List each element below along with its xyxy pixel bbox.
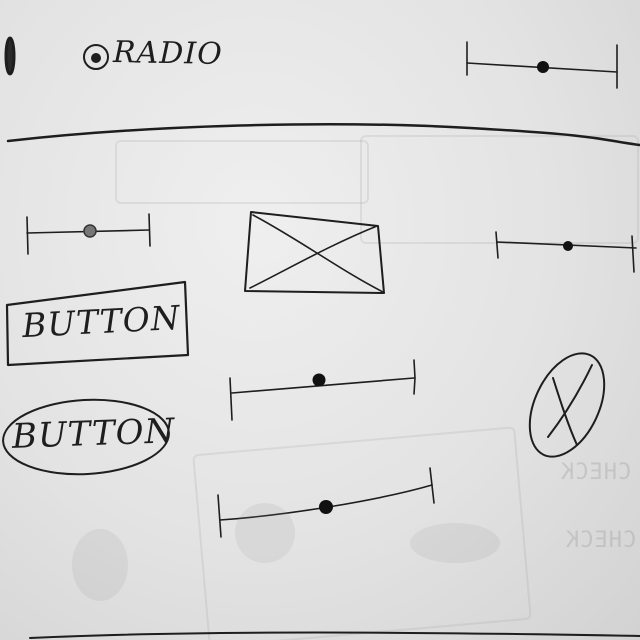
ghost-blob-right	[410, 523, 500, 563]
slider-left[interactable]	[26, 213, 151, 255]
slider-thumb[interactable]	[312, 373, 326, 387]
slider-top-right[interactable]	[466, 41, 618, 89]
radio-outer-ring	[83, 44, 109, 70]
ghost-blob-center	[235, 503, 295, 563]
button-oval-label: BUTTON	[11, 411, 176, 457]
slider-right[interactable]	[495, 231, 637, 273]
ghost-blob-left	[72, 529, 128, 601]
slider-end-cap-right	[429, 467, 435, 504]
checkbox-outline	[528, 352, 606, 458]
button-oval[interactable]: BUTTON	[4, 400, 176, 474]
section-divider	[6, 122, 640, 147]
partial-radio-icon	[4, 36, 16, 76]
slider-end-cap-right	[413, 359, 416, 395]
slider-thumb[interactable]	[319, 500, 333, 514]
slider-end-cap-left	[229, 377, 233, 421]
radio-button[interactable]	[83, 44, 109, 70]
slider-thumb[interactable]	[537, 61, 549, 73]
slider-bottom[interactable]	[217, 467, 435, 538]
slider-end-cap-left	[26, 216, 29, 255]
button-rect-outline	[5, 280, 190, 367]
button-rect-label: BUTTON	[21, 297, 182, 346]
image-placeholder-frame	[244, 211, 385, 294]
checkbox-checked[interactable]	[515, 342, 619, 469]
slider-end-cap-right	[631, 235, 635, 273]
image-placeholder-cross-1	[252, 214, 384, 293]
bottom-divider	[29, 631, 640, 639]
image-placeholder	[244, 211, 385, 294]
slider-track	[231, 377, 415, 394]
slider-end-cap-right	[148, 213, 151, 247]
checkbox-check-mark-2	[547, 364, 593, 438]
button-rect[interactable]: BUTTON	[8, 286, 186, 362]
radio-label: RADIO	[112, 35, 224, 72]
checkbox-check-mark-1	[552, 377, 578, 446]
slider-center[interactable]	[229, 359, 416, 421]
ghost-frame-top	[115, 140, 369, 204]
image-placeholder-cross-2	[249, 225, 378, 289]
slider-end-cap-left	[217, 494, 222, 538]
ghost-frame-right	[360, 135, 639, 244]
button-oval-outline	[2, 398, 170, 476]
slider-thumb[interactable]	[83, 224, 97, 238]
radio-selected-dot	[91, 53, 101, 63]
slider-end-cap-left	[495, 231, 499, 259]
slider-thumb[interactable]	[563, 241, 573, 251]
